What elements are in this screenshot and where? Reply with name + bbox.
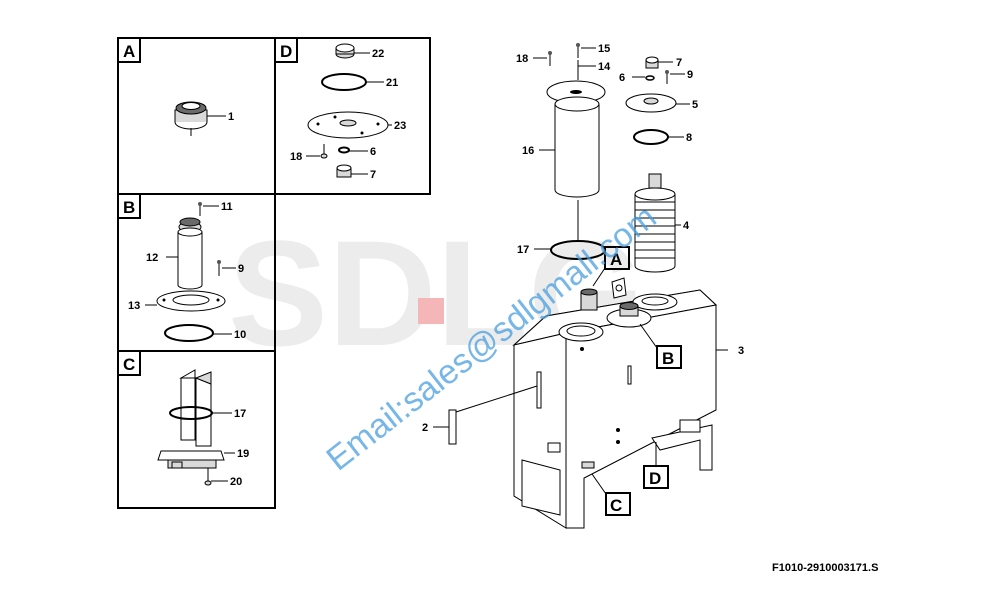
detail-frame-c xyxy=(117,350,276,509)
detail-frame-d xyxy=(274,37,431,195)
callout-d-21: 21 xyxy=(386,77,398,89)
callout-main-5: 5 xyxy=(692,99,698,111)
callout-d-22: 22 xyxy=(372,48,384,60)
detail-tag-d-label: D xyxy=(280,42,292,61)
detail-tag-d xyxy=(274,37,298,63)
callout-d-23: 23 xyxy=(394,120,406,132)
callout-main-7: 7 xyxy=(676,57,682,69)
detail-tag-a-label: A xyxy=(123,42,135,61)
callout-main-15: 15 xyxy=(598,43,610,55)
callout-b-9: 9 xyxy=(238,263,244,275)
watermark-logo-mark xyxy=(418,298,444,324)
callout-c-20: 20 xyxy=(230,476,242,488)
callout-main-16: 16 xyxy=(522,145,534,157)
box-d-parts: 22 21 23 18 6 7 xyxy=(290,43,406,181)
callout-d-18: 18 xyxy=(290,151,302,163)
callout-d-7: 7 xyxy=(370,169,376,181)
detail-tag-b-label: B xyxy=(123,198,135,217)
callout-d-6: 6 xyxy=(370,146,376,158)
callout-c-17: 17 xyxy=(234,408,246,420)
box-b-parts: 11 12 9 13 10 xyxy=(128,201,246,342)
callout-main-3: 3 xyxy=(738,345,744,357)
figure-code: F1010-2910003171.S xyxy=(772,562,878,574)
callout-main-6: 6 xyxy=(619,72,625,84)
callout-c-19: 19 xyxy=(237,448,249,460)
callout-main-8: 8 xyxy=(686,132,692,144)
callout-main-14: 14 xyxy=(598,61,611,73)
callout-b-12: 12 xyxy=(146,252,158,264)
main-assembly: 18 15 14 16 17 7 6 9 xyxy=(422,43,744,529)
detail-tag-c-label: C xyxy=(123,355,135,374)
callout-b-10: 10 xyxy=(234,329,246,341)
callout-main-4: 4 xyxy=(683,220,690,232)
main-ref-d-label: D xyxy=(649,469,661,488)
callout-a-1: 1 xyxy=(228,111,234,123)
callout-main-18: 18 xyxy=(516,53,528,65)
main-ref-a-label: A xyxy=(610,250,622,269)
detail-tag-a xyxy=(117,37,141,63)
detail-tag-c xyxy=(117,350,141,376)
detail-tag-b xyxy=(117,193,141,219)
main-ref-a xyxy=(604,246,630,270)
callout-main-17: 17 xyxy=(517,244,529,256)
main-ref-c xyxy=(605,492,631,516)
main-ref-c-label: C xyxy=(610,496,622,515)
callout-main-9: 9 xyxy=(687,69,693,81)
main-ref-b xyxy=(656,345,682,369)
box-c-parts: 17 19 20 xyxy=(157,369,249,488)
watermark-logo: SDLG xyxy=(228,209,645,377)
callout-b-11: 11 xyxy=(221,201,233,213)
main-ref-b-label: B xyxy=(662,349,674,368)
callout-b-13: 13 xyxy=(128,300,140,312)
box-a-parts: 1 xyxy=(174,101,234,136)
callout-main-2: 2 xyxy=(422,422,428,434)
